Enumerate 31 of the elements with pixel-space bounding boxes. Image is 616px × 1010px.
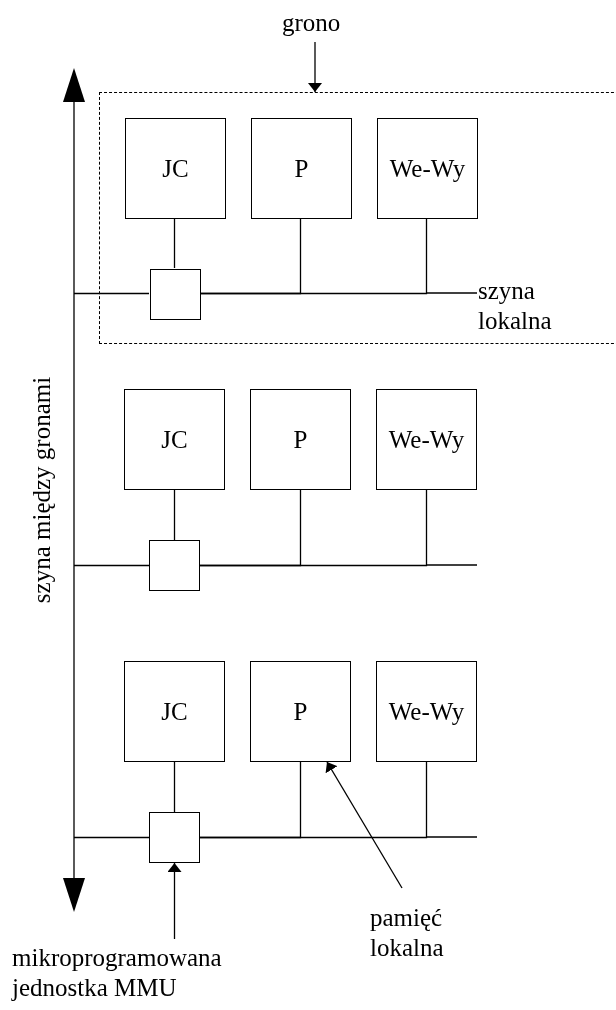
unit-box: JC bbox=[124, 661, 225, 762]
unit-box: JC bbox=[124, 389, 225, 490]
unit-box: P bbox=[250, 661, 351, 762]
bus-label: szyna lokalna bbox=[478, 276, 553, 336]
unit-box: P bbox=[250, 389, 351, 490]
arrow bbox=[326, 761, 403, 889]
arrow bbox=[310, 41, 320, 93]
bus-arrow bbox=[62, 68, 86, 912]
annotation-text: pamięć lokalna bbox=[370, 903, 480, 967]
switch-box bbox=[150, 269, 201, 320]
bus-line bbox=[73, 292, 150, 295]
switch-box bbox=[149, 540, 200, 591]
unit-box: JC bbox=[125, 118, 226, 219]
bus-label: szyna między gronami bbox=[28, 376, 56, 604]
annotation-text: grono bbox=[282, 8, 348, 42]
annotation-text: mikroprogramowana jednostka MMU bbox=[12, 943, 312, 1007]
bus-line bbox=[173, 217, 176, 269]
bus-line bbox=[173, 761, 176, 813]
unit-box: We-Wy bbox=[376, 661, 477, 762]
bus-line bbox=[173, 489, 176, 541]
bus-line bbox=[73, 564, 150, 567]
bus-line bbox=[199, 761, 428, 839]
unit-box: P bbox=[251, 118, 352, 219]
switch-box bbox=[149, 812, 200, 863]
unit-box: We-Wy bbox=[377, 118, 478, 219]
unit-box: We-Wy bbox=[376, 389, 477, 490]
bus-line bbox=[73, 836, 150, 839]
arrow bbox=[170, 862, 179, 940]
bus-line bbox=[199, 489, 428, 567]
dashed-group-frame bbox=[99, 92, 616, 344]
bus-line bbox=[199, 217, 428, 295]
